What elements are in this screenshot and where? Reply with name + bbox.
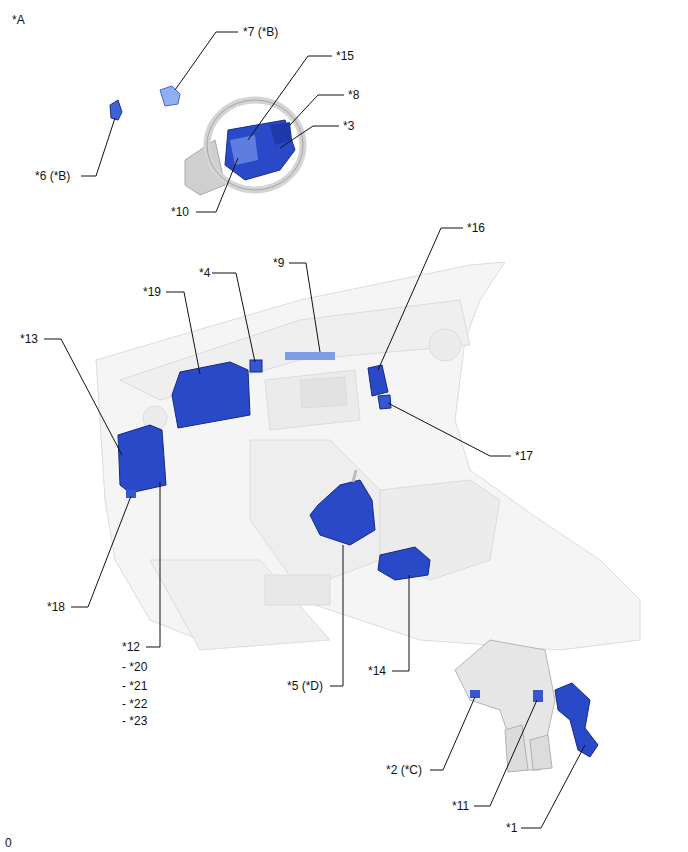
callout-number: *4 — [199, 266, 210, 280]
part-6 — [110, 100, 122, 120]
part-9 — [285, 352, 335, 360]
callout-number: *17 — [515, 449, 533, 463]
callout-number: - *22 — [122, 697, 147, 711]
callout-number: *18 — [47, 600, 65, 614]
shift-lever-assembly — [310, 480, 375, 545]
callout-number: *9 — [273, 256, 284, 270]
callout-number: *15 — [336, 49, 354, 63]
callout-number: - *20 — [122, 660, 147, 674]
part-13 — [118, 425, 166, 493]
callout-number: *1 — [506, 821, 517, 835]
callout-number: *12 — [122, 640, 140, 654]
part-14 — [378, 547, 430, 580]
callout-number: *2 (*C) — [386, 763, 422, 777]
callout-number: *10 — [171, 205, 189, 219]
leader-line — [44, 32, 585, 828]
callout-number: - *23 — [122, 714, 147, 728]
part-7 — [160, 86, 180, 106]
callout-number: 0 — [5, 836, 12, 850]
dashboard-outline — [96, 262, 640, 650]
callout-number: *A — [12, 13, 25, 27]
part-4 — [250, 360, 262, 372]
callout-number: *16 — [467, 221, 485, 235]
shift-knob — [353, 470, 356, 482]
callout-number: *8 — [348, 88, 359, 102]
callout-number: - *21 — [122, 679, 147, 693]
steering-wheel — [185, 100, 303, 195]
callout-number: *14 — [368, 664, 386, 678]
callout-number: *6 (*B) — [35, 169, 70, 183]
callout-number: *11 — [452, 799, 469, 813]
callout-number: *3 — [343, 119, 354, 133]
callout-number: *5 (*D) — [287, 679, 323, 693]
callout-number: *7 (*B) — [243, 25, 278, 39]
combination-meter — [172, 362, 250, 428]
part-17 — [378, 395, 391, 409]
callout-number: *19 — [143, 285, 161, 299]
pedal-assembly — [455, 640, 598, 772]
callout-number: *13 — [20, 332, 38, 346]
